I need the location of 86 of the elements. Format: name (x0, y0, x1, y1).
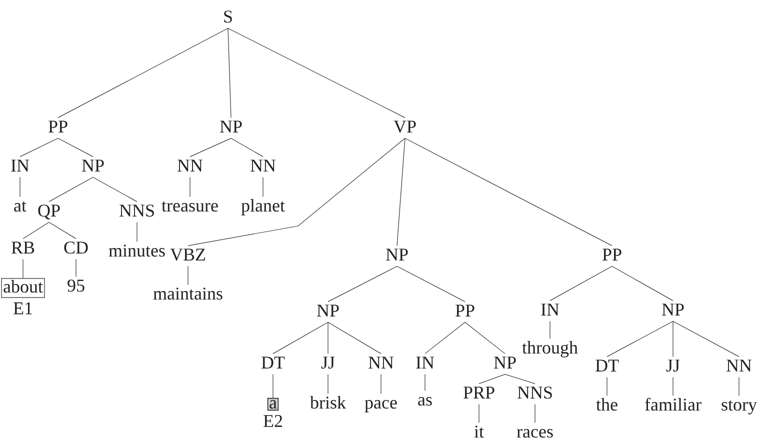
tag-label: PP (602, 248, 622, 260)
word: treasure (162, 201, 218, 212)
tree-branch (328, 322, 382, 354)
tag-label: S (224, 10, 232, 23)
boxed-word: a (267, 398, 279, 411)
tag-label: VP (394, 120, 416, 133)
tag-label: QP (38, 204, 60, 220)
tag-label: RB (12, 242, 34, 254)
word: the (596, 398, 618, 411)
tree-branch (550, 266, 612, 301)
word: at (14, 201, 26, 212)
word: as (418, 397, 432, 406)
word: story (722, 400, 757, 414)
tree-branch (612, 266, 674, 301)
word: it (474, 426, 484, 438)
tag-label: NNS (120, 204, 154, 217)
word: brisk (310, 396, 346, 409)
tag-label: NN (250, 160, 276, 172)
node-label: E2 (264, 414, 282, 427)
tag-label: NP (220, 120, 242, 132)
tag-label: NP (494, 356, 516, 368)
tree-branch (92, 176, 138, 202)
tree-branch (380, 374, 382, 394)
tree-branch (22, 259, 24, 278)
tree-branch (262, 176, 264, 197)
tag-label: NNS (518, 386, 552, 399)
tree-branch (396, 266, 466, 302)
boxed-word: about (1, 278, 45, 298)
tree-branch (534, 404, 536, 423)
tree-branch (464, 322, 506, 354)
word: races (516, 429, 553, 438)
word: maintains (153, 288, 222, 300)
tree-branch (22, 222, 50, 239)
tag-label: NP (386, 248, 408, 260)
tag-label: NN (178, 160, 203, 172)
tree-branch (396, 138, 406, 246)
tag-label: JJ (666, 360, 680, 372)
word: familiar (645, 398, 702, 411)
tag-label: VBZ (170, 248, 206, 261)
tree-branch (424, 374, 426, 391)
tree-branch (58, 28, 228, 118)
word: planet (241, 199, 285, 216)
tree-branch (48, 222, 76, 239)
tree-branch (188, 138, 406, 246)
tag-label: IN (416, 356, 434, 368)
tree-branch (672, 321, 674, 357)
tag-label: NN (726, 360, 752, 372)
tree-branch (672, 321, 740, 357)
tree-branch (136, 222, 138, 242)
tree-branch (228, 28, 406, 118)
tree-branch (404, 138, 612, 246)
tree-branch (58, 138, 94, 157)
tag-label: CD (64, 242, 88, 254)
tree-branch (272, 374, 274, 398)
tag-label: NP (82, 160, 104, 172)
tag-label: DT (262, 356, 285, 369)
word: minutes (108, 244, 165, 257)
word: through (522, 341, 578, 358)
tag-label: NN (368, 356, 394, 368)
tag-label: PP (456, 304, 474, 316)
tree-branch (190, 138, 232, 157)
tag-label: JJ (321, 356, 335, 369)
node-label: E1 (14, 302, 32, 314)
tag-label: IN (541, 304, 560, 316)
tag-label: NP (317, 304, 339, 316)
tree-branch (228, 28, 232, 118)
tree-branch (424, 322, 466, 354)
word: pace (364, 400, 397, 412)
tree-branch (478, 374, 506, 384)
tag-label: PP (48, 120, 68, 132)
tree-branch (230, 138, 264, 157)
tree-branch (504, 374, 536, 384)
word: 95 (68, 280, 84, 292)
tree-branch (48, 176, 94, 202)
tree-branch (328, 266, 398, 302)
tag-label: DT (596, 360, 619, 372)
tag-label: IN (11, 160, 30, 172)
tree-branch (672, 377, 674, 396)
tag-label: NP (662, 304, 684, 316)
tree-branch (606, 321, 674, 357)
tree-branch (20, 138, 58, 157)
tag-label: PRP (464, 386, 494, 398)
tree-branch (478, 404, 480, 423)
tree-branch (272, 322, 328, 354)
tree-branch (738, 377, 740, 396)
tree-branch (606, 377, 608, 396)
